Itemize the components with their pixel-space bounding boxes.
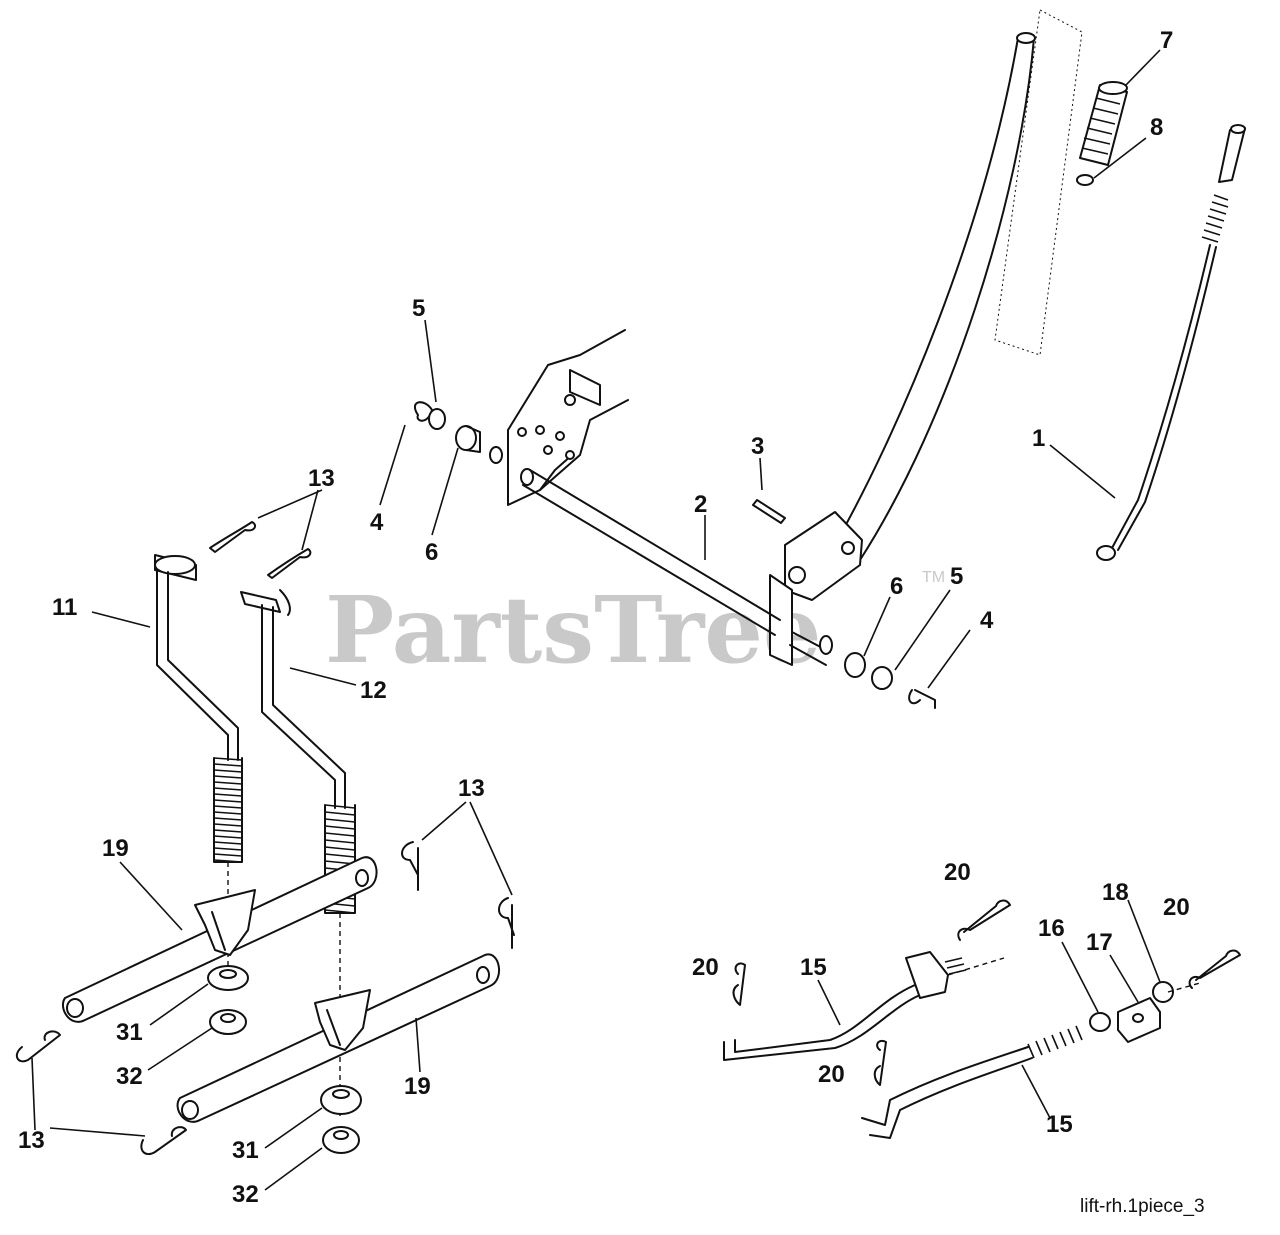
callout-7[interactable]: 7 <box>1160 27 1173 54</box>
callout-5-upper[interactable]: 5 <box>412 295 425 322</box>
part-13-clip-d[interactable] <box>498 897 515 949</box>
diagram-code: lift-rh.1piece_3 <box>1080 1196 1205 1217</box>
part-13-clip-e[interactable] <box>15 1030 61 1063</box>
callout-19-upper[interactable]: 19 <box>102 835 129 862</box>
callout-32-upper[interactable]: 32 <box>116 1063 143 1090</box>
callout-6-lower[interactable]: 6 <box>890 573 903 600</box>
callout-31-upper[interactable]: 31 <box>116 1019 143 1046</box>
callout-13-top[interactable]: 13 <box>308 465 335 492</box>
alignment-line-a <box>947 957 1005 976</box>
part-16-nut[interactable] <box>1089 1012 1111 1032</box>
callout-15-upper[interactable]: 15 <box>800 954 827 981</box>
callout-3[interactable]: 3 <box>751 433 764 460</box>
part-7-handle-grip[interactable] <box>1079 81 1128 166</box>
part-15-rod-upper[interactable] <box>723 951 967 1061</box>
part-3-pin[interactable] <box>752 499 786 524</box>
alignment-line-b <box>1167 982 1201 993</box>
watermark: PartsTree <box>325 576 821 684</box>
part-32-nut-upper[interactable] <box>209 1009 247 1035</box>
part-13-clip-c[interactable] <box>401 841 419 891</box>
part-19-lift-arm-upper[interactable] <box>62 856 378 1023</box>
callout-32-lower[interactable]: 32 <box>232 1181 259 1208</box>
part-15-rod-lower[interactable] <box>861 1025 1083 1139</box>
part-17-swivel[interactable] <box>1117 997 1161 1043</box>
part-8-cap[interactable] <box>1076 174 1094 186</box>
callout-16[interactable]: 16 <box>1038 915 1065 942</box>
part-5-washer-upper[interactable] <box>428 408 446 430</box>
part-13-clip-b[interactable] <box>267 548 312 579</box>
callout-18[interactable]: 18 <box>1102 879 1129 906</box>
callout-20-left[interactable]: 20 <box>692 954 719 981</box>
part-20-pin-c[interactable] <box>873 1040 887 1086</box>
part-1-lift-rod[interactable] <box>1096 124 1246 561</box>
part-13-clip-a[interactable] <box>209 521 257 553</box>
callout-4-lower[interactable]: 4 <box>980 607 994 634</box>
callout-8[interactable]: 8 <box>1150 114 1163 141</box>
part-20-pin-a[interactable] <box>957 899 1011 941</box>
callout-13-right[interactable]: 13 <box>458 775 485 802</box>
watermark-trademark: TM <box>922 569 945 586</box>
part-32-nut-lower[interactable] <box>322 1126 360 1154</box>
part-13-clip-f[interactable] <box>140 1126 187 1156</box>
callout-1[interactable]: 1 <box>1032 425 1045 452</box>
part-18-washer[interactable] <box>1152 981 1174 1003</box>
part-31-washer-upper[interactable] <box>207 965 249 991</box>
callout-20-bottom[interactable]: 20 <box>818 1061 845 1088</box>
callout-15-lower[interactable]: 15 <box>1046 1111 1073 1138</box>
callout-4-upper[interactable]: 4 <box>370 509 384 536</box>
handle-shade <box>994 9 1083 356</box>
part-6-bushing-upper[interactable] <box>455 425 481 453</box>
callout-5-lower[interactable]: 5 <box>950 563 963 590</box>
part-20-pin-b[interactable] <box>732 962 746 1006</box>
callout-6-upper[interactable]: 6 <box>425 539 438 566</box>
callout-2[interactable]: 2 <box>694 491 707 518</box>
callout-17[interactable]: 17 <box>1086 929 1113 956</box>
part-4-clip-lower[interactable] <box>908 689 936 709</box>
part-11-lift-link[interactable] <box>154 554 243 975</box>
callout-20-top[interactable]: 20 <box>944 859 971 886</box>
part-19-lift-arm-lower[interactable] <box>176 953 500 1123</box>
callout-11[interactable]: 11 <box>52 594 77 621</box>
part-5-washer-lower[interactable] <box>871 666 893 690</box>
callout-19-lower[interactable]: 19 <box>404 1073 431 1100</box>
callout-20-right[interactable]: 20 <box>1163 894 1190 921</box>
callout-12[interactable]: 12 <box>360 677 387 704</box>
part-6-bushing-lower[interactable] <box>844 652 866 678</box>
frame-bracket <box>489 329 629 506</box>
part-31-washer-lower[interactable] <box>320 1085 362 1115</box>
part-2-lift-shaft[interactable] <box>520 32 1036 666</box>
callout-31-lower[interactable]: 31 <box>232 1137 259 1164</box>
callout-13-bottom[interactable]: 13 <box>18 1127 45 1154</box>
part-20-pin-d[interactable] <box>1188 949 1241 989</box>
leader-lines <box>31 49 1161 1191</box>
